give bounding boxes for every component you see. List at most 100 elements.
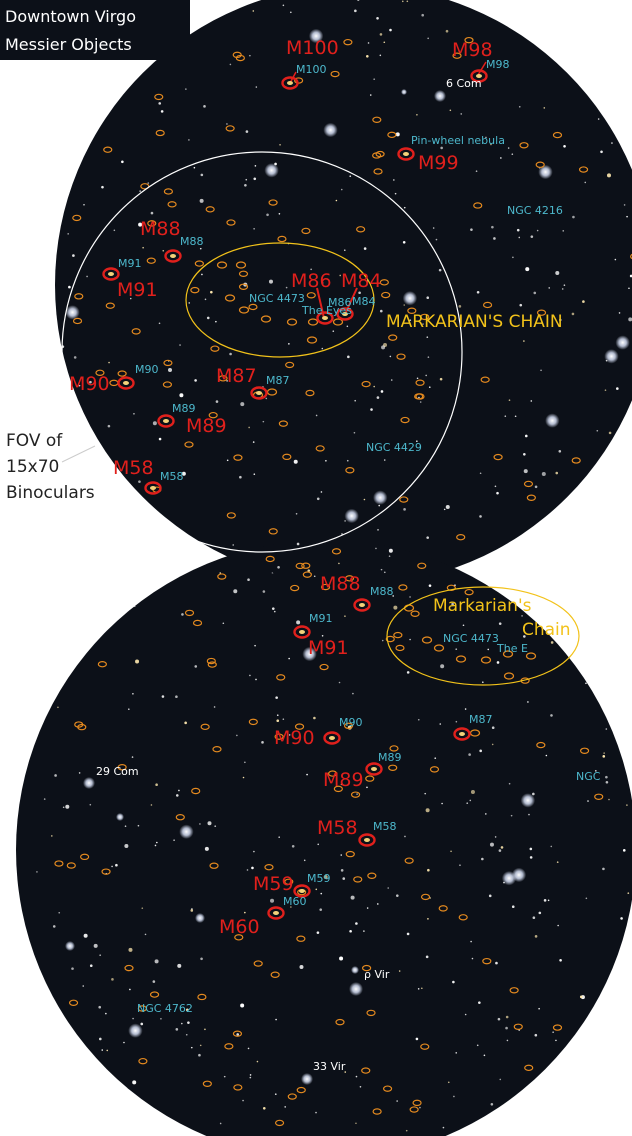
- star: [253, 177, 257, 181]
- star: [434, 757, 437, 759]
- star: [296, 542, 300, 546]
- star: [470, 940, 472, 943]
- star: [335, 199, 338, 202]
- binocular-fov-circle: [61, 151, 463, 553]
- star: [369, 94, 372, 96]
- lower-star-field: [36, 547, 630, 1132]
- star: [240, 1003, 245, 1008]
- star: [320, 491, 323, 493]
- messier-core: [256, 391, 262, 395]
- galaxy-marker: [456, 533, 466, 541]
- star: [445, 29, 449, 33]
- star: [246, 869, 249, 871]
- star: [376, 903, 379, 905]
- star: [500, 157, 502, 159]
- lower-sky-disc: [16, 540, 632, 1136]
- star: [585, 682, 587, 685]
- galaxy-marker: [305, 389, 315, 397]
- galaxy-marker: [464, 36, 474, 44]
- star: [108, 361, 110, 364]
- label-33-vir: 33 Vir: [313, 1060, 346, 1073]
- star: [543, 899, 547, 902]
- star: [325, 459, 327, 462]
- star: [188, 139, 190, 141]
- star: [210, 290, 213, 294]
- star: [86, 275, 88, 278]
- galaxy-marker: [382, 1085, 393, 1092]
- messier-markers: [102, 69, 488, 920]
- messier-ring: [164, 249, 182, 263]
- star: [550, 845, 553, 848]
- star: [622, 849, 626, 852]
- star: [550, 714, 553, 717]
- star: [344, 615, 346, 617]
- star: [378, 504, 381, 507]
- label-ngc-4762: NGC 4762: [137, 1002, 193, 1015]
- fov-label-line-1: FOV of: [6, 431, 63, 451]
- label-pinwheel-nebula: Pin-wheel nebula: [411, 134, 505, 147]
- star: [124, 825, 127, 828]
- star: [253, 473, 256, 475]
- galaxy-marker: [101, 868, 111, 875]
- star: [505, 1015, 509, 1019]
- galaxy-marker: [74, 721, 84, 728]
- label-m100: M100: [286, 37, 339, 59]
- bright-star: [83, 777, 95, 789]
- star: [349, 929, 352, 933]
- star: [316, 497, 320, 501]
- galaxy-marker: [333, 785, 343, 793]
- star: [500, 846, 504, 849]
- galaxy-marker: [578, 166, 589, 173]
- star: [355, 1075, 358, 1078]
- star: [252, 441, 255, 443]
- bright-star: [195, 913, 205, 923]
- star: [496, 491, 499, 495]
- label-ngc-4473-upper: NGC 4473: [249, 292, 305, 305]
- star: [249, 54, 251, 57]
- star: [181, 613, 184, 616]
- star: [273, 610, 276, 613]
- galaxy-marker: [473, 202, 483, 209]
- galaxy-marker: [452, 52, 462, 59]
- star: [555, 270, 560, 275]
- star: [244, 184, 247, 187]
- galaxy-marker: [131, 328, 141, 335]
- label-m89-lower-small: M89: [378, 751, 402, 764]
- star: [340, 869, 344, 872]
- galaxy-marker: [138, 1057, 148, 1065]
- star: [506, 1039, 509, 1042]
- galaxy-marker: [124, 964, 134, 972]
- galaxy-marker: [270, 971, 280, 978]
- star: [367, 42, 370, 44]
- star: [419, 1106, 421, 1109]
- galaxy-marker: [197, 993, 207, 1001]
- galaxy-marker: [265, 555, 275, 563]
- star: [268, 279, 273, 284]
- star: [215, 320, 217, 323]
- label-m91: M91: [117, 279, 158, 301]
- star: [409, 596, 411, 598]
- star: [393, 179, 395, 181]
- star: [52, 925, 56, 928]
- star: [392, 595, 394, 597]
- star: [557, 924, 559, 927]
- messier-core: [322, 316, 328, 320]
- star: [373, 78, 375, 80]
- star: [491, 743, 494, 746]
- star: [340, 854, 343, 856]
- star: [523, 452, 526, 456]
- messier-core: [403, 152, 409, 156]
- star: [521, 615, 523, 617]
- galaxy-marker: [232, 1030, 243, 1037]
- star: [222, 622, 225, 625]
- m98-pointer: [477, 61, 487, 76]
- star: [545, 413, 560, 428]
- galaxy-marker: [361, 1067, 371, 1074]
- star: [435, 238, 438, 241]
- star: [155, 783, 158, 787]
- star: [428, 584, 432, 587]
- star: [179, 824, 194, 839]
- star: [158, 102, 162, 105]
- messier-core: [170, 254, 176, 258]
- star: [72, 254, 75, 257]
